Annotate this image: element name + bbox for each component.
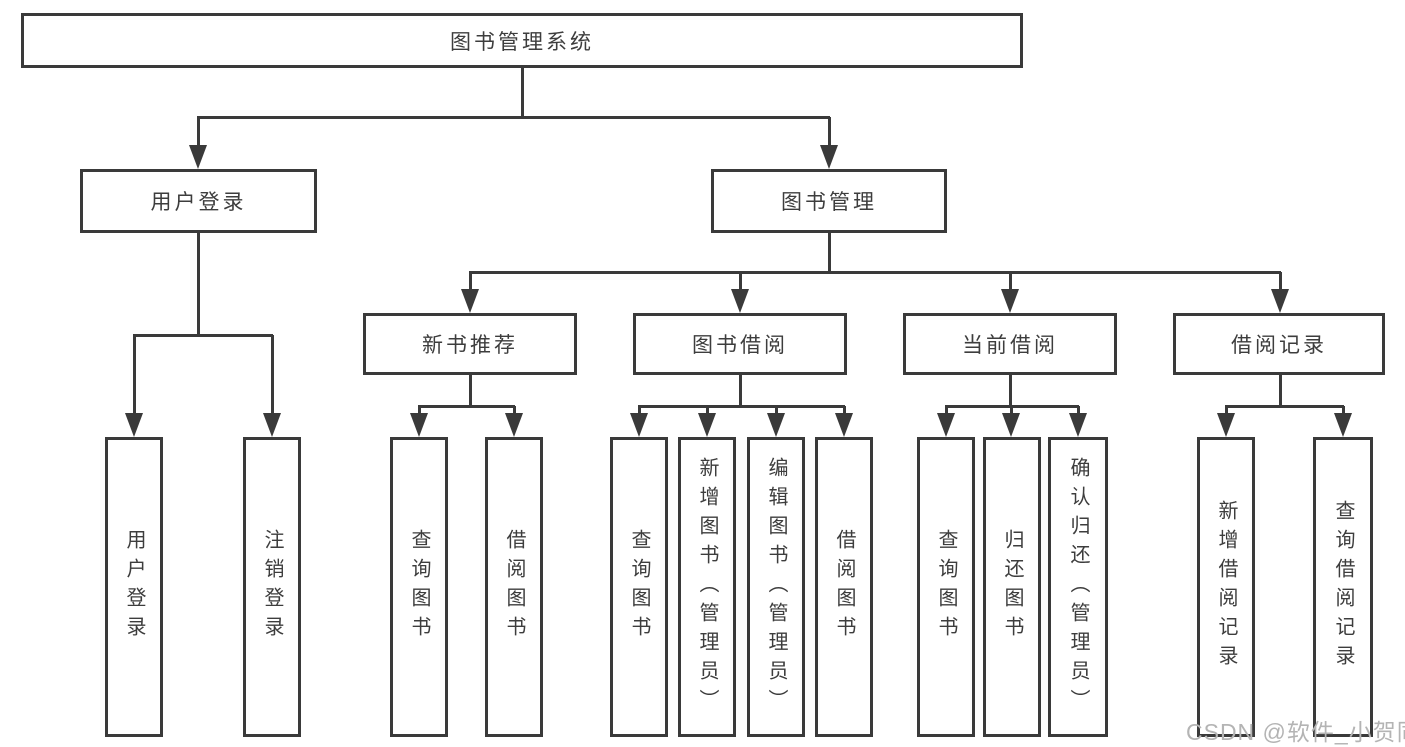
watermark: CSDN @软件_小贺同学 bbox=[1186, 719, 1405, 745]
node-user-login-branch: 用户登录 bbox=[80, 169, 317, 233]
leaf-label: 用户登录 bbox=[123, 529, 145, 645]
node-current-borrow: 当前借阅 bbox=[903, 313, 1117, 375]
leaf-edit-book-admin: 编辑图书（管理员） bbox=[747, 437, 805, 737]
arrow-down-icon bbox=[410, 413, 428, 437]
leaf-label: 查询图书 bbox=[408, 529, 430, 645]
connector-stem bbox=[521, 68, 524, 119]
leaf-label: 新增借阅记录 bbox=[1215, 500, 1237, 674]
arrow-down-icon bbox=[125, 413, 143, 437]
connector-drop bbox=[638, 406, 641, 417]
arrow-down-icon bbox=[731, 289, 749, 313]
connector-drop bbox=[706, 406, 709, 417]
connector-stem bbox=[828, 233, 831, 274]
arrow-down-icon bbox=[1217, 413, 1235, 437]
connector-drop bbox=[418, 406, 421, 417]
arrow-down-icon bbox=[1001, 289, 1019, 313]
arrow-down-icon bbox=[1271, 289, 1289, 313]
connector-stem bbox=[469, 375, 472, 408]
leaf-borrow-books: 借阅图书 bbox=[815, 437, 873, 737]
node-book-management: 图书管理 bbox=[711, 169, 947, 233]
leaf-add-book-admin: 新增图书（管理员） bbox=[678, 437, 736, 737]
connector-drop bbox=[843, 406, 846, 417]
connector-drop bbox=[1279, 272, 1282, 293]
connector-drop bbox=[469, 272, 472, 293]
node-borrow-records: 借阅记录 bbox=[1173, 313, 1385, 375]
node-label: 图书管理 bbox=[781, 191, 877, 214]
arrow-down-icon bbox=[1002, 413, 1020, 437]
node-label: 借阅记录 bbox=[1231, 334, 1327, 357]
node-book-borrow: 图书借阅 bbox=[633, 313, 847, 375]
node-new-book-recommend: 新书推荐 bbox=[363, 313, 577, 375]
connector-drop bbox=[197, 117, 200, 149]
leaf-label: 注销登录 bbox=[261, 529, 283, 645]
leaf-query-books-recommend: 查询图书 bbox=[390, 437, 448, 737]
connector-stem bbox=[1279, 375, 1282, 408]
leaf-label: 编辑图书（管理员） bbox=[765, 456, 787, 718]
leaf-label: 新增图书（管理员） bbox=[696, 456, 718, 718]
leaf-label: 借阅图书 bbox=[503, 529, 525, 645]
leaf-query-books-borrow: 查询图书 bbox=[610, 437, 668, 737]
connector-drop bbox=[513, 406, 516, 417]
node-library-system: 图书管理系统 bbox=[21, 13, 1023, 68]
leaf-label: 查询借阅记录 bbox=[1332, 500, 1354, 674]
connector-drop bbox=[739, 272, 742, 293]
arrow-down-icon bbox=[505, 413, 523, 437]
connector-bar bbox=[1225, 405, 1344, 408]
connector-bar bbox=[638, 405, 845, 408]
arrow-down-icon bbox=[698, 413, 716, 437]
arrow-down-icon bbox=[767, 413, 785, 437]
connector-drop bbox=[133, 335, 136, 417]
connector-bar bbox=[133, 334, 273, 337]
node-label: 图书管理系统 bbox=[450, 30, 594, 54]
connector-drop bbox=[1010, 406, 1013, 417]
node-label: 当前借阅 bbox=[962, 334, 1058, 357]
connector-stem bbox=[739, 375, 742, 408]
arrow-down-icon bbox=[263, 413, 281, 437]
leaf-label: 查询图书 bbox=[628, 529, 650, 645]
leaf-label: 借阅图书 bbox=[833, 529, 855, 645]
leaf-borrow-books-recommend: 借阅图书 bbox=[485, 437, 543, 737]
connector-stem bbox=[1009, 375, 1012, 408]
connector-drop bbox=[1009, 272, 1012, 293]
connector-drop bbox=[1225, 406, 1228, 417]
connector-drop bbox=[945, 406, 948, 417]
connector-bar bbox=[469, 271, 1281, 274]
arrow-down-icon bbox=[630, 413, 648, 437]
connector-bar bbox=[418, 405, 515, 408]
leaf-label: 查询图书 bbox=[935, 529, 957, 645]
leaf-label: 归还图书 bbox=[1001, 529, 1023, 645]
connector-bar bbox=[197, 116, 830, 119]
leaf-confirm-return-admin: 确认归还（管理员） bbox=[1048, 437, 1108, 737]
leaf-query-borrow-record: 查询借阅记录 bbox=[1313, 437, 1373, 737]
node-label: 用户登录 bbox=[150, 191, 247, 214]
leaf-query-books-current: 查询图书 bbox=[917, 437, 975, 737]
leaf-logout: 注销登录 bbox=[243, 437, 301, 737]
leaf-user-login: 用户登录 bbox=[105, 437, 163, 737]
connector-drop bbox=[1077, 406, 1080, 417]
node-label: 新书推荐 bbox=[422, 334, 518, 357]
connector-drop bbox=[271, 335, 274, 417]
node-label: 图书借阅 bbox=[692, 334, 788, 357]
leaf-label: 确认归还（管理员） bbox=[1067, 456, 1089, 718]
connector-drop bbox=[1342, 406, 1345, 417]
arrow-down-icon bbox=[189, 145, 207, 169]
arrow-down-icon bbox=[820, 145, 838, 169]
arrow-down-icon bbox=[1334, 413, 1352, 437]
connector-stem bbox=[197, 233, 200, 337]
arrow-down-icon bbox=[937, 413, 955, 437]
leaf-add-borrow-record: 新增借阅记录 bbox=[1197, 437, 1255, 737]
arrow-down-icon bbox=[835, 413, 853, 437]
arrow-down-icon bbox=[1069, 413, 1087, 437]
connector-drop bbox=[775, 406, 778, 417]
connector-drop bbox=[828, 117, 831, 149]
arrow-down-icon bbox=[461, 289, 479, 313]
leaf-return-book: 归还图书 bbox=[983, 437, 1041, 737]
